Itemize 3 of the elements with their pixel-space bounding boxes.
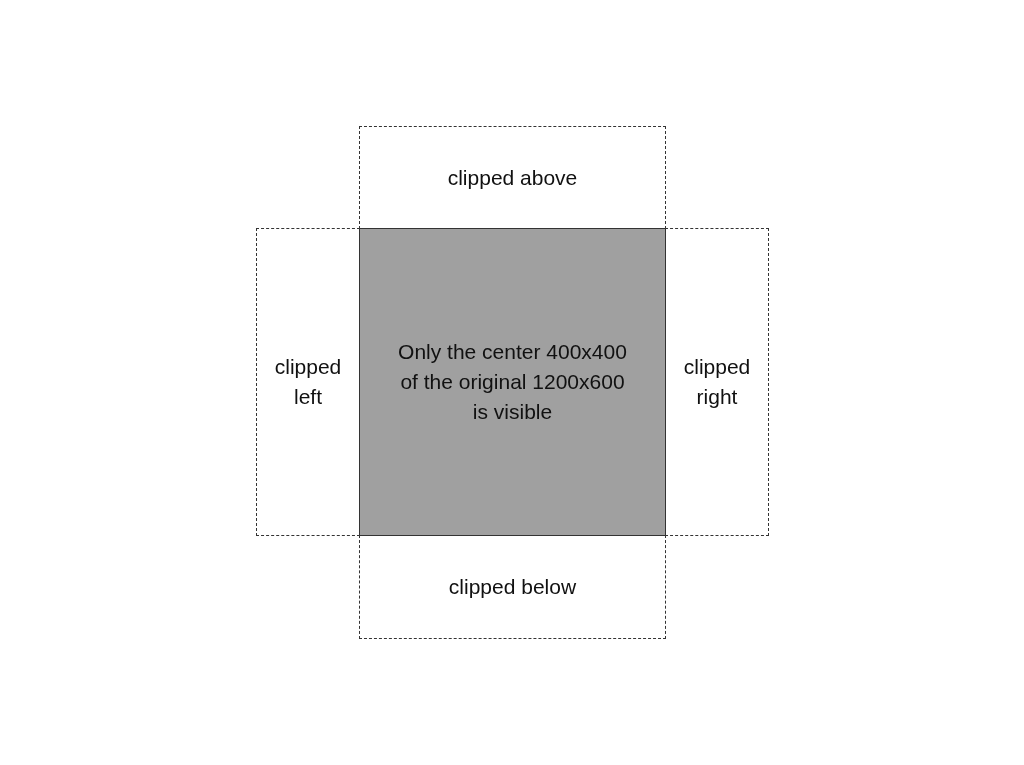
clipped-region: clipped below (359, 535, 666, 639)
visible-region: Only the center 400x400 of the original 1200x600 is visible (359, 228, 666, 536)
clipped-region: clipped right (665, 228, 769, 536)
